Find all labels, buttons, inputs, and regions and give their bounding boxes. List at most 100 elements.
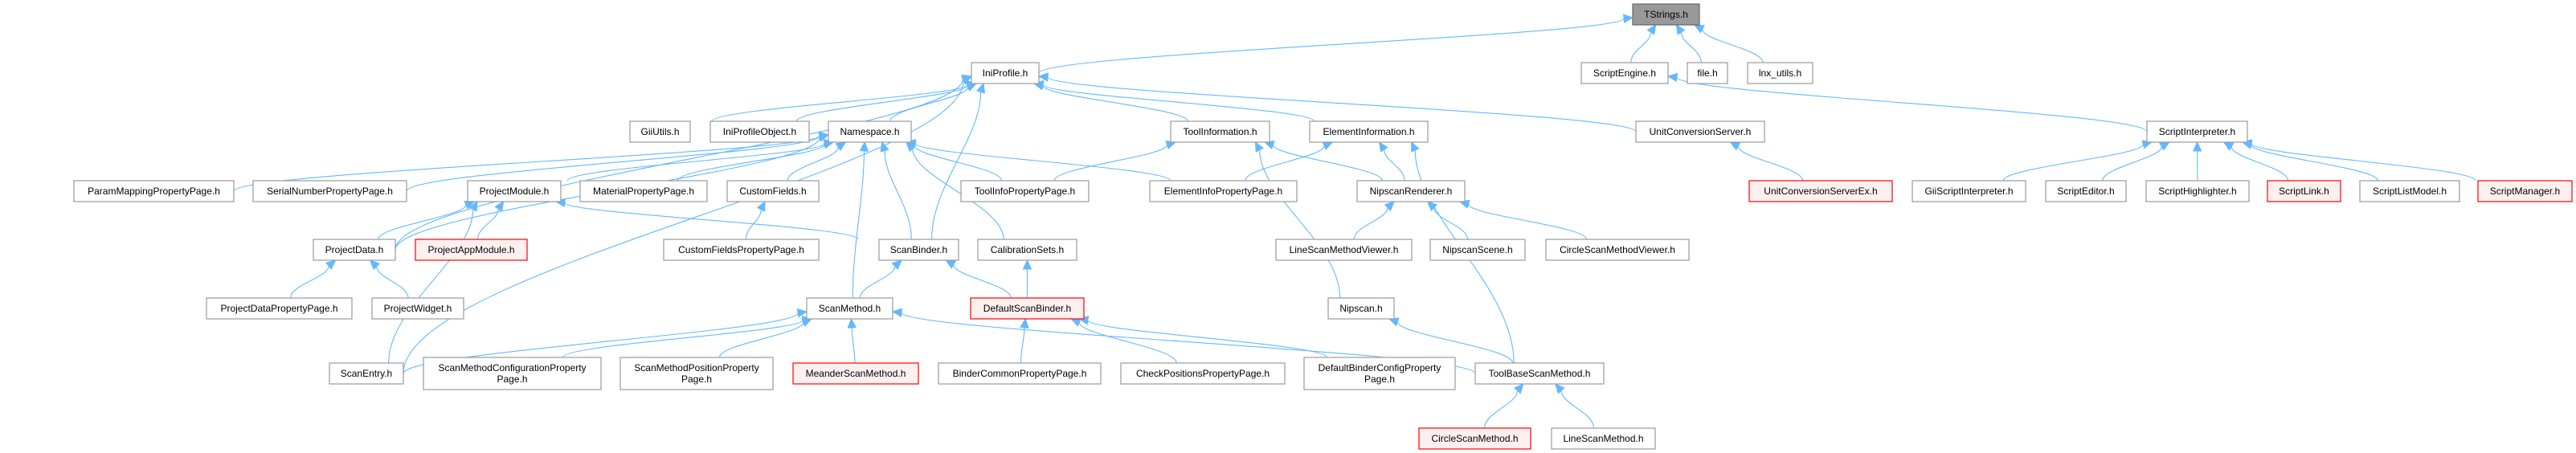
arrowhead-icon <box>1022 259 1032 270</box>
edge-script-editor-to-script-interpreter <box>2102 141 2170 182</box>
arrowhead-icon <box>2192 141 2202 152</box>
node-box <box>423 357 602 390</box>
node-scan-entry[interactable]: ScanEntry.h <box>329 362 404 385</box>
node-element-information[interactable]: ElementInformation.h <box>1309 120 1429 143</box>
node-check-positions-property-page[interactable]: CheckPositionsPropertyPage.h <box>1120 362 1286 385</box>
node-script-manager[interactable]: ScriptManager.h <box>2477 180 2573 202</box>
edge-scan-method-to-scan-binder <box>859 259 902 299</box>
node-box <box>960 180 1090 202</box>
node-label: ProjectDataPropertyPage.h <box>220 303 337 314</box>
node-box <box>1275 239 1413 261</box>
edge-namespace-to-ini-profile <box>889 83 978 122</box>
node-unit-conversion-server[interactable]: UnitConversionServer.h <box>1635 120 1765 143</box>
edge-script-link-to-script-interpreter <box>2222 141 2289 182</box>
node-box <box>1551 427 1656 450</box>
node-project-module[interactable]: ProjectModule.h <box>467 180 562 202</box>
node-script-list-model[interactable]: ScriptListModel.h <box>2359 180 2460 202</box>
node-box <box>663 239 820 261</box>
arrowhead-icon <box>1666 72 1678 83</box>
node-box <box>878 239 959 261</box>
node-label: ScriptInterpreter.h <box>2159 126 2235 137</box>
node-label: ProjectWidget.h <box>384 303 452 314</box>
node-circle-scan-method[interactable]: CircleScanMethod.h <box>1418 427 1531 450</box>
node-tool-info-property-page[interactable]: ToolInfoPropertyPage.h <box>960 180 1090 202</box>
node-tool-information[interactable]: ToolInformation.h <box>1170 120 1270 143</box>
node-element-info-property-page[interactable]: ElementInfoPropertyPage.h <box>1149 180 1298 202</box>
node-circle-scan-method-viewer[interactable]: CircleScanMethodViewer.h <box>1545 239 1690 261</box>
node-meander-scan-method[interactable]: MeanderScanMethod.h <box>792 362 919 385</box>
node-line-scan-method-viewer[interactable]: LineScanMethodViewer.h <box>1275 239 1413 261</box>
node-project-data[interactable]: ProjectData.h <box>313 239 396 261</box>
node-label: IniProfileObject.h <box>723 126 796 137</box>
node-file[interactable]: file.h <box>1687 62 1728 84</box>
node-script-link[interactable]: ScriptLink.h <box>2267 180 2341 202</box>
node-gii-script-interpreter[interactable]: GiiScriptInterpreter.h <box>1912 180 2026 202</box>
node-label: ScanMethod.h <box>819 303 881 314</box>
edge-element-info-property-page-to-namespace <box>905 138 1171 182</box>
node-label: BinderCommonPropertyPage.h <box>953 368 1087 379</box>
node-script-engine[interactable]: ScriptEngine.h <box>1580 62 1669 84</box>
edge-scan-entry-to-project-module <box>388 200 478 364</box>
node-box <box>371 297 464 320</box>
node-label: ToolInfoPropertyPage.h <box>975 186 1075 197</box>
node-label: ScanEntry.h <box>341 368 392 379</box>
node-box <box>2146 120 2248 143</box>
node-namespace[interactable]: Namespace.h <box>828 120 912 143</box>
node-project-app-module[interactable]: ProjectAppModule.h <box>415 239 528 261</box>
arrowhead-icon <box>859 141 869 152</box>
node-default-scan-binder[interactable]: DefaultScanBinder.h <box>970 297 1085 320</box>
edge-script-interpreter-to-script-engine <box>1666 72 2148 133</box>
node-script-highlighter[interactable]: ScriptHighlighter.h <box>2145 180 2250 202</box>
arrowhead-icon <box>2222 141 2235 151</box>
node-nipscan[interactable]: Nipscan.h <box>1327 297 1395 320</box>
edge-script-engine-to-tstrings <box>1630 23 1657 63</box>
edge-project-data-property-page-to-project-data <box>289 259 337 299</box>
node-custom-fields-property-page[interactable]: CustomFieldsPropertyPage.h <box>663 239 820 261</box>
edge-line-scan-method-to-tool-base-scan-method <box>1555 383 1595 429</box>
node-binder-common-property-page[interactable]: BinderCommonPropertyPage.h <box>938 362 1102 385</box>
node-label: CircleScanMethodViewer.h <box>1560 244 1675 255</box>
node-box <box>806 297 893 320</box>
node-box <box>938 362 1102 385</box>
node-material-property-page[interactable]: MaterialPropertyPage.h <box>579 180 708 202</box>
node-script-editor[interactable]: ScriptEditor.h <box>2045 180 2127 202</box>
node-nipscan-renderer[interactable]: NipscanRenderer.h <box>1356 180 1466 202</box>
node-label: MaterialPropertyPage.h <box>593 186 694 197</box>
node-unit-conversion-server-ex[interactable]: UnitConversionServerEx.h <box>1748 180 1893 202</box>
edges <box>233 14 2476 429</box>
node-box <box>1632 3 1700 26</box>
node-box <box>1545 239 1690 261</box>
arrowhead-icon <box>818 133 830 142</box>
node-param-mapping-property-page[interactable]: ParamMappingPropertyPage.h <box>73 180 235 202</box>
node-scan-method[interactable]: ScanMethod.h <box>806 297 893 320</box>
node-line-scan-method[interactable]: LineScanMethod.h <box>1551 427 1656 450</box>
edge-custom-fields-property-page-to-custom-fields <box>745 200 766 240</box>
arrowhead-icon <box>369 259 380 271</box>
arrowhead-icon <box>796 308 808 318</box>
node-label: TStrings.h <box>1644 9 1688 20</box>
node-box <box>1309 120 1429 143</box>
arrowhead-icon <box>494 201 505 212</box>
node-serial-number-property-page[interactable]: SerialNumberPropertyPage.h <box>252 180 407 202</box>
node-script-interpreter[interactable]: ScriptInterpreter.h <box>2146 120 2248 143</box>
arrowhead-icon <box>1384 201 1396 212</box>
edge-scan-entry-to-ini-profile <box>403 76 973 374</box>
node-box <box>206 297 353 320</box>
node-tool-base-scan-method[interactable]: ToolBaseScanMethod.h <box>1474 362 1605 385</box>
node-scan-binder[interactable]: ScanBinder.h <box>878 239 959 261</box>
node-gii-utils[interactable]: GiiUtils.h <box>629 120 691 143</box>
node-project-data-property-page[interactable]: ProjectDataPropertyPage.h <box>206 297 353 320</box>
node-ini-profile-object[interactable]: IniProfileObject.h <box>709 120 810 143</box>
node-project-widget[interactable]: ProjectWidget.h <box>371 297 464 320</box>
node-lnx-utils[interactable]: lnx_utils.h <box>1747 62 1813 84</box>
node-label: NipscanRenderer.h <box>1370 186 1453 197</box>
node-nipscan-scene[interactable]: NipscanScene.h <box>1429 239 1526 261</box>
arrowhead-icon <box>1037 72 1049 82</box>
node-custom-fields[interactable]: CustomFields.h <box>726 180 820 202</box>
node-box <box>313 239 396 261</box>
node-calibration-sets[interactable]: CalibrationSets.h <box>977 239 1077 261</box>
node-ini-profile[interactable]: IniProfile.h <box>971 62 1040 84</box>
